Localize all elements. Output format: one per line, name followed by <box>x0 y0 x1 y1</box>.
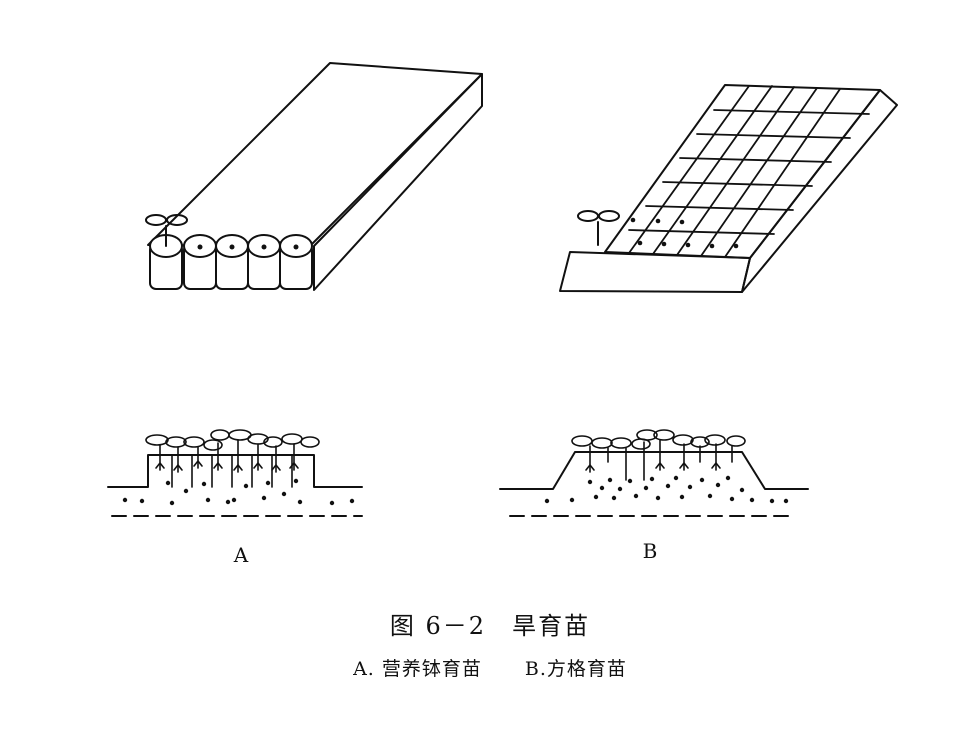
cross-section-a <box>107 429 363 517</box>
panel-label-a: A <box>233 543 249 567</box>
grid-seedbed-3d <box>559 84 898 293</box>
caption-item-b: B.方格育苗 <box>524 658 627 680</box>
grid-lines <box>628 85 870 258</box>
soil-profile-b <box>499 451 809 490</box>
figure-caption-subtitle: A. 营养钵育苗 B.方格育苗 <box>0 654 980 681</box>
grid-bed-front-face <box>559 251 751 293</box>
soil-dots-a <box>122 478 355 506</box>
bed-top-face <box>147 62 483 247</box>
soil-dots-b <box>544 475 789 504</box>
seedling-on-pot <box>145 214 188 247</box>
grid-seed-dots <box>630 217 739 249</box>
pot-divider-lines <box>171 454 293 488</box>
seedlings-b <box>571 429 746 481</box>
panel-label-b: B <box>643 539 658 563</box>
grid-bed-side-face <box>741 89 898 293</box>
soil-profile-a <box>107 454 363 488</box>
seedlings-a <box>145 429 320 473</box>
pot-seedbed-3d <box>145 62 483 291</box>
pot-row <box>149 234 313 290</box>
figure-caption-title: 图 6－2 旱育苗 <box>389 612 591 640</box>
cross-section-b <box>499 429 809 517</box>
seedling-on-grid <box>577 210 620 246</box>
bed-side-face <box>313 73 483 291</box>
caption-item-a: A. 营养钵育苗 <box>353 658 482 680</box>
